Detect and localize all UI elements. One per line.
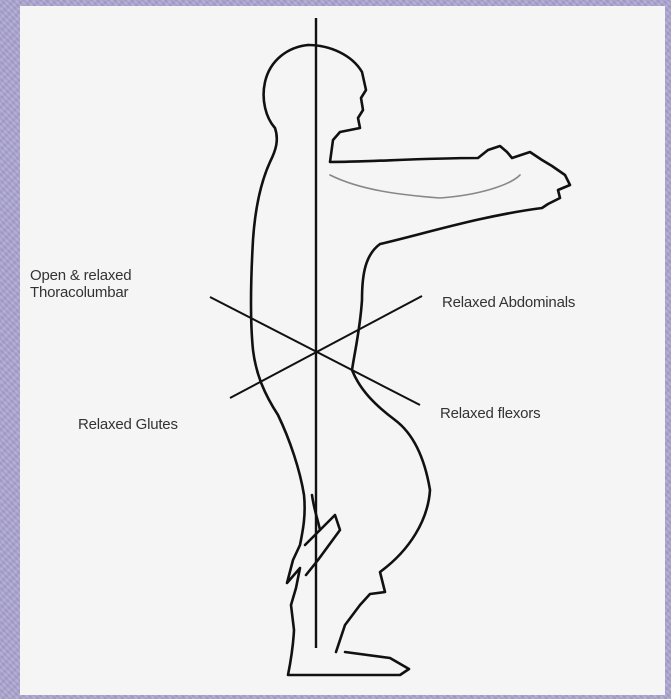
front-outline <box>308 45 570 652</box>
back-outline <box>251 45 409 675</box>
label-flexors: Relaxed flexors <box>440 405 540 422</box>
label-abdominals: Relaxed Abdominals <box>442 294 575 311</box>
label-thoracolumbar-line2: Thoracolumbar <box>30 284 128 301</box>
inner-arm-line <box>330 175 520 198</box>
body-outline <box>251 45 570 675</box>
line-glutes-to-abdominals <box>230 296 422 398</box>
label-glutes: Relaxed Glutes <box>78 416 178 433</box>
label-thoracolumbar-line1: Open & relaxed <box>30 267 131 284</box>
inner-leg-detail <box>305 515 340 575</box>
